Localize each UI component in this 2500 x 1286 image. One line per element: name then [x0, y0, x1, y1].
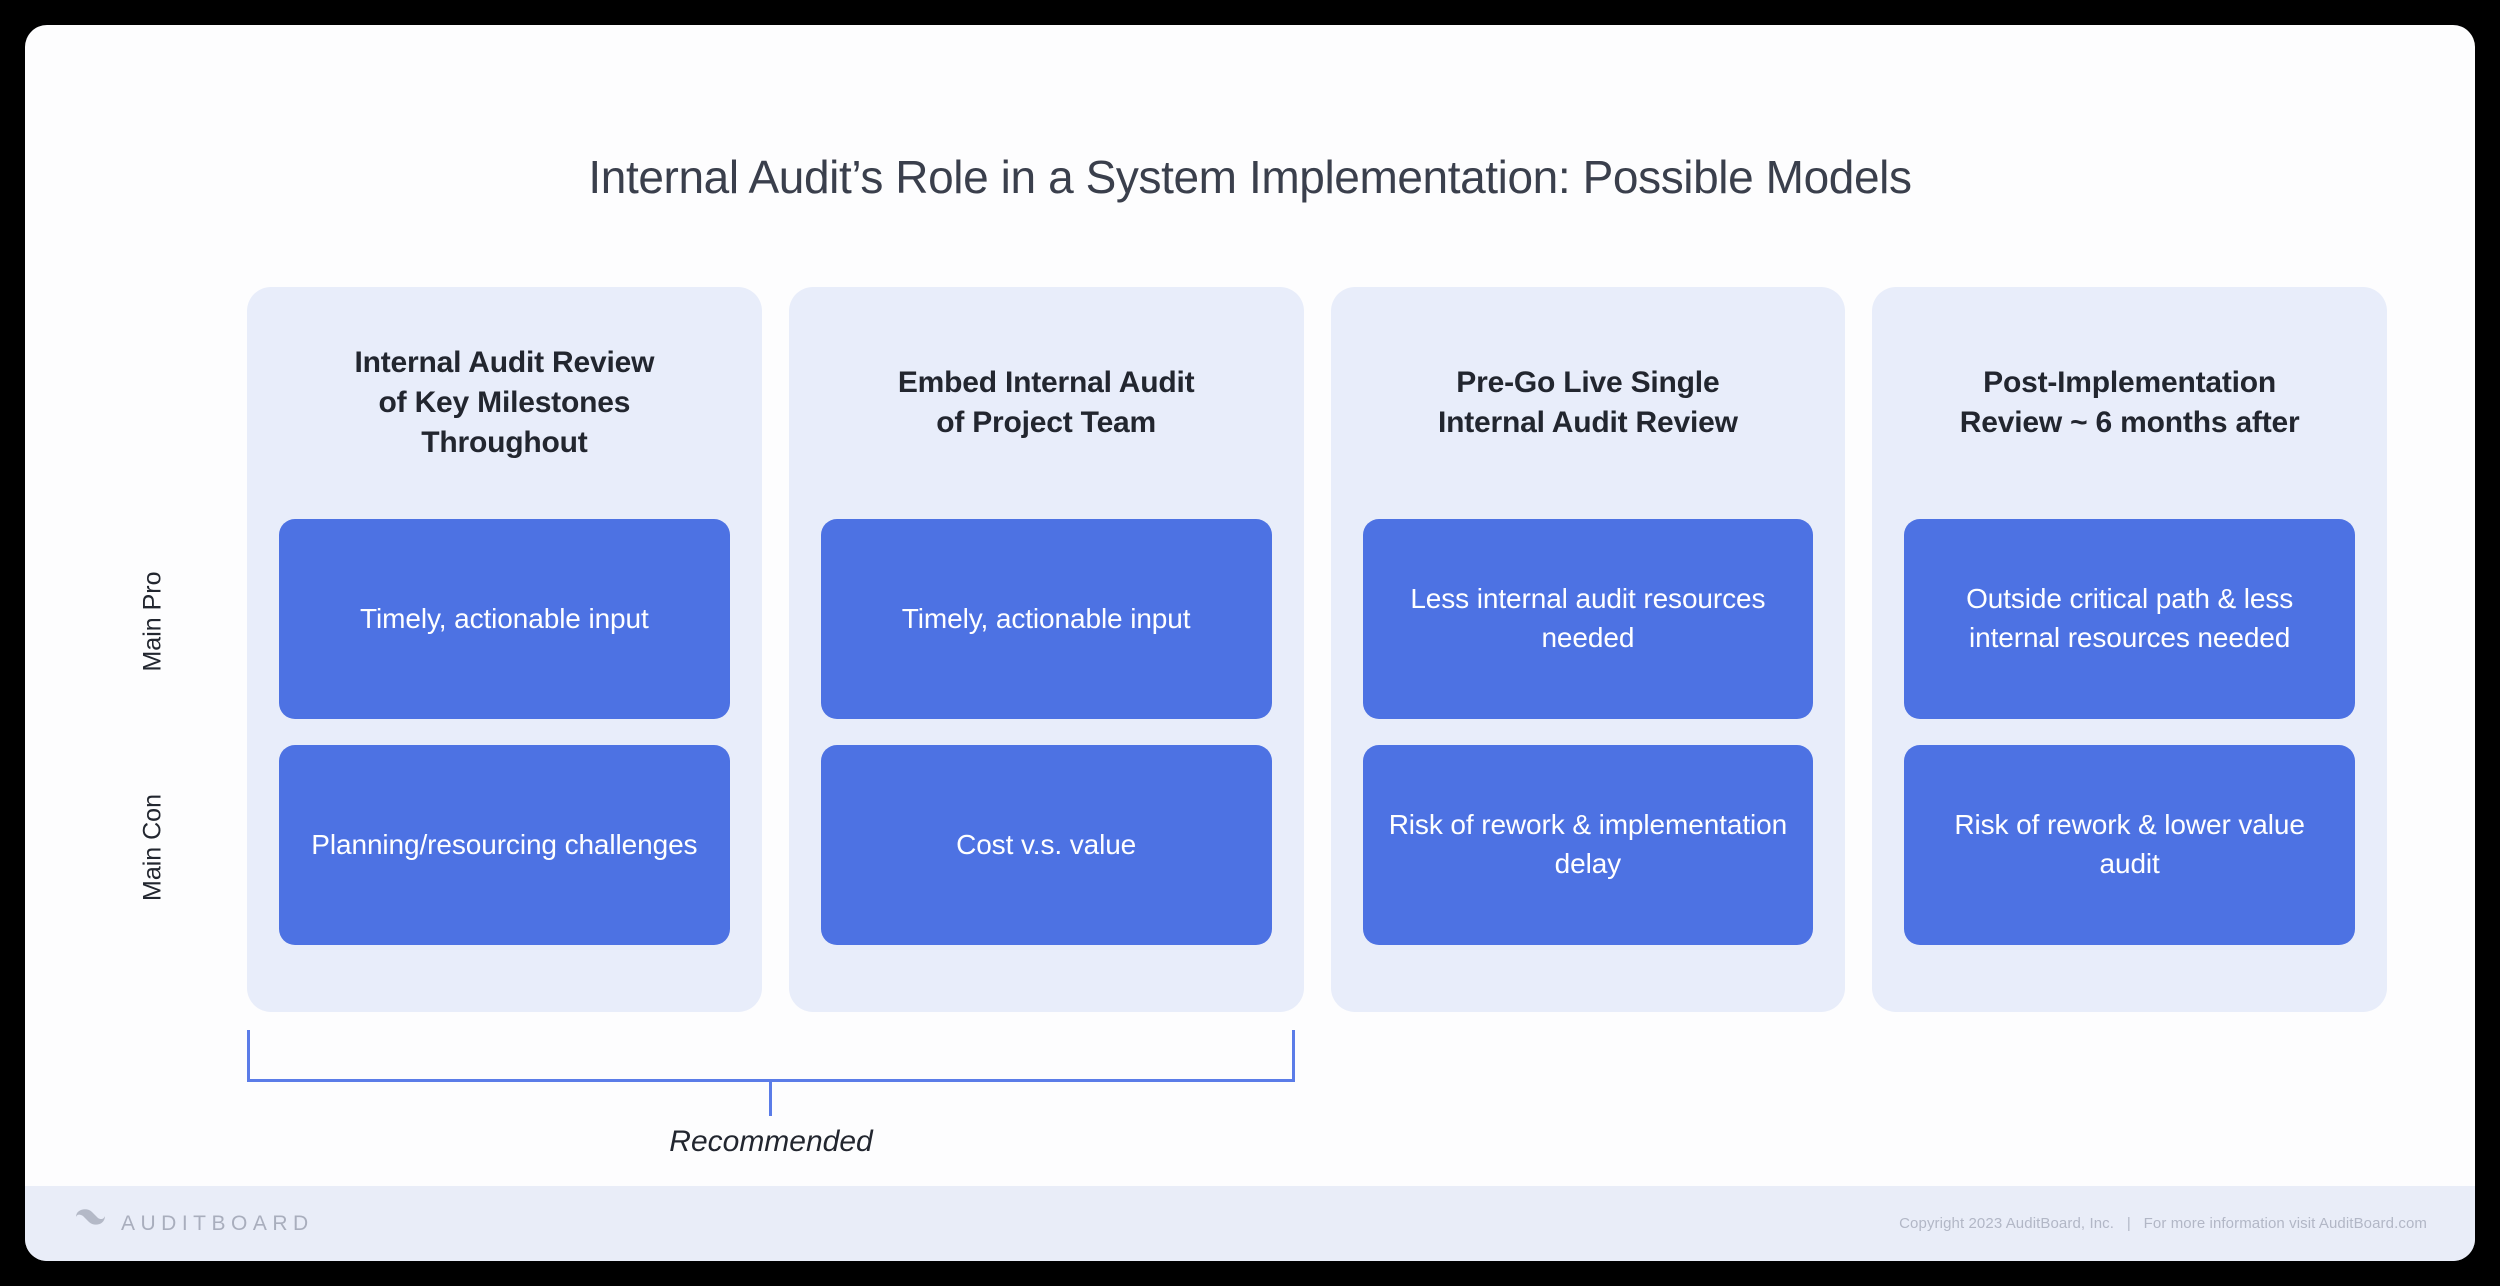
pro-card-1: Timely, actionable input — [279, 519, 730, 719]
column-header-line: Post-Implementation — [1983, 366, 2277, 400]
card-spacer — [1363, 719, 1814, 745]
pro-card-3: Less internal audit resources needed — [1362, 519, 1814, 719]
con-card-2: Cost v.s. value — [820, 745, 1272, 945]
con-card-3: Risk of rework & implementation delay — [1362, 745, 1814, 945]
column-header-1: Internal Audit Review of Key Milestones … — [279, 287, 730, 519]
recommended-bracket — [247, 1030, 1295, 1082]
row-label-main-pro: Main Pro — [138, 571, 167, 672]
column-bottom-pad — [821, 945, 1272, 1012]
column-header-line: Throughout — [421, 425, 588, 459]
con-card-1: Planning/resourcing challenges — [279, 745, 730, 945]
column-bottom-pad — [1363, 945, 1814, 1012]
column-header-line: Internal Audit Review — [1438, 406, 1738, 439]
auditboard-lens-icon — [73, 1206, 107, 1241]
con-card-4: Risk of rework & lower value audit — [1904, 745, 2355, 945]
recommended-label: Recommended — [669, 1125, 873, 1158]
column-header-line: Internal Audit Review — [354, 346, 655, 380]
brand-wordmark: AUDITBOARD — [121, 1211, 314, 1235]
pro-card-4: Outside critical path & less internal re… — [1904, 519, 2355, 719]
column-header-line: of Project Team — [936, 406, 1157, 439]
card-spacer — [279, 719, 730, 745]
row-label-main-con: Main Con — [138, 794, 167, 901]
column-header-line: Review ~ 6 months after — [1959, 406, 2300, 439]
pro-card-2: Timely, actionable input — [820, 519, 1272, 719]
column-bottom-pad — [279, 945, 730, 1012]
column-header-line: Embed Internal Audit — [897, 366, 1195, 400]
column-header-line: Pre-Go Live Single — [1456, 366, 1720, 400]
column-header-line: of Key Milestones — [378, 386, 631, 420]
recommended-bracket-stem — [769, 1082, 772, 1116]
card-spacer — [821, 719, 1272, 745]
card-spacer — [1904, 719, 2355, 745]
brand-logo: AUDITBOARD — [73, 1206, 314, 1241]
page-title: Internal Audit’s Role in a System Implem… — [588, 151, 1912, 203]
footer-bar: AUDITBOARD Copyright 2023 AuditBoard, In… — [25, 1186, 2475, 1261]
column-header-4: Post-Implementation Review ~ 6 months af… — [1904, 287, 2355, 519]
model-column-3: Pre-Go Live Single Internal Audit Review… — [1330, 287, 1846, 1012]
footer-copyright: Copyright 2023 AuditBoard, Inc. | For mo… — [1899, 1215, 2427, 1232]
model-column-4: Post-Implementation Review ~ 6 months af… — [1872, 287, 2387, 1012]
column-header-2: Embed Internal Audit of Project Team — [821, 287, 1272, 519]
slide-frame: Internal Audit’s Role in a System Implem… — [25, 25, 2475, 1261]
model-column-1: Internal Audit Review of Key Milestones … — [247, 287, 762, 1012]
column-header-3: Pre-Go Live Single Internal Audit Review — [1363, 287, 1814, 519]
models-matrix: Internal Audit Review of Key Milestones … — [247, 287, 2387, 1012]
model-column-2: Embed Internal Audit of Project Team Tim… — [788, 287, 1304, 1012]
column-bottom-pad — [1904, 945, 2355, 1012]
